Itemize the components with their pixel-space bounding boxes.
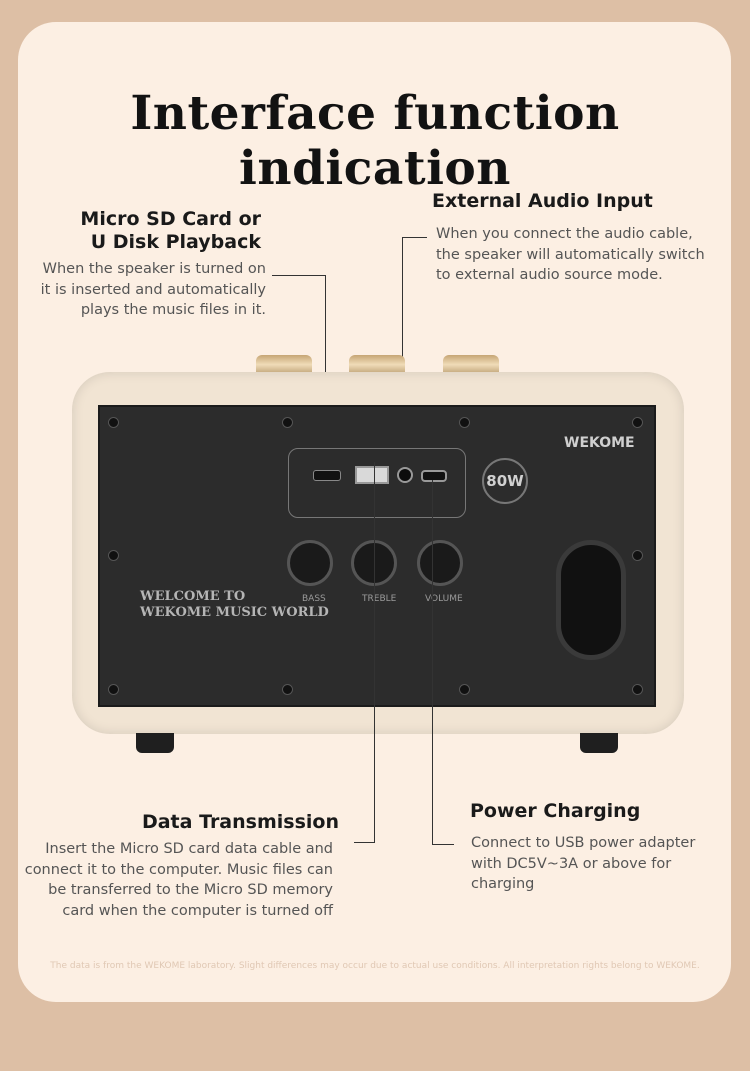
port-panel xyxy=(288,448,466,518)
power-desc-line1: Connect to USB power adapter xyxy=(471,835,696,851)
screw xyxy=(632,550,643,561)
volume-label: VOLUME xyxy=(425,594,463,604)
power-description: Connect to USB power adapter with DC5V~3… xyxy=(471,833,731,895)
data-pointer-line-v xyxy=(374,462,375,842)
sd-desc-line3: plays the music files in it. xyxy=(80,302,266,318)
data-description: Insert the Micro SD card data cable and … xyxy=(20,839,333,921)
screw xyxy=(632,417,643,428)
data-heading: Data Transmission xyxy=(141,811,339,833)
screw xyxy=(459,417,470,428)
power-pointer-line-h xyxy=(432,844,454,845)
welcome-line1: WELCOME TO xyxy=(140,589,246,604)
sd-card-slot[interactable] xyxy=(313,470,341,481)
sd-heading-line2: U Disk Playback xyxy=(90,231,261,253)
data-desc-line4: card when the computer is turned off xyxy=(62,902,333,919)
sd-description: When the speaker is turned on it is inse… xyxy=(20,259,266,321)
data-pointer-line-h xyxy=(354,842,375,843)
volume-knob[interactable] xyxy=(417,540,463,586)
data-desc-line2: connect it to the computer. Music files … xyxy=(24,861,333,878)
power-desc-line2: with DC5V~3A or above for charging xyxy=(471,855,672,893)
screw xyxy=(459,684,470,695)
type-c-charging-port[interactable] xyxy=(421,470,447,482)
sd-pointer-line-h xyxy=(272,275,325,276)
aux-port[interactable] xyxy=(397,467,413,483)
page-title: Interface function indication xyxy=(130,86,620,196)
screw xyxy=(108,417,119,428)
aux-pointer-line-h xyxy=(402,237,427,238)
bass-knob[interactable] xyxy=(287,540,333,586)
aux-desc-line1: When you connect the audio cable, xyxy=(436,226,693,242)
data-desc-line3: be transferred to the Micro SD memory xyxy=(48,882,333,898)
bass-port xyxy=(556,540,626,660)
sd-desc-line1: When the speaker is turned on xyxy=(42,261,266,277)
aux-pointer-line-v xyxy=(402,237,403,462)
speaker-foot-right xyxy=(580,733,618,753)
aux-desc-line3: to external audio source mode. xyxy=(436,267,663,283)
power-pointer-line-v xyxy=(432,480,433,844)
screw xyxy=(282,417,293,428)
usb-port[interactable] xyxy=(355,466,389,484)
aux-heading: External Audio Input xyxy=(432,190,653,212)
screw xyxy=(108,550,119,561)
welcome-line2: WEKOME MUSIC WORLD xyxy=(140,605,329,620)
screw xyxy=(282,684,293,695)
aux-desc-line2: the speaker will automatically switch xyxy=(436,246,705,263)
screw xyxy=(632,684,643,695)
power-heading: Power Charging xyxy=(470,800,641,822)
disclaimer: The data is from the WEKOME laboratory. … xyxy=(50,961,700,971)
sd-desc-line2: it is inserted and automatically xyxy=(40,281,266,298)
sd-heading: Micro SD Card or U Disk Playback xyxy=(60,208,261,254)
bass-label: BASS xyxy=(302,594,326,604)
speaker-foot-left xyxy=(136,733,174,753)
sd-pointer-line-v xyxy=(325,275,326,460)
brand-logo: WEKOME xyxy=(564,435,635,451)
treble-label: TREBLE xyxy=(362,594,397,604)
screw xyxy=(108,684,119,695)
sd-heading-line1: Micro SD Card or xyxy=(80,208,261,230)
aux-description: When you connect the audio cable, the sp… xyxy=(436,224,736,286)
watt-badge: 80W xyxy=(482,458,528,504)
data-desc-line1: Insert the Micro SD card data cable and xyxy=(45,841,333,857)
